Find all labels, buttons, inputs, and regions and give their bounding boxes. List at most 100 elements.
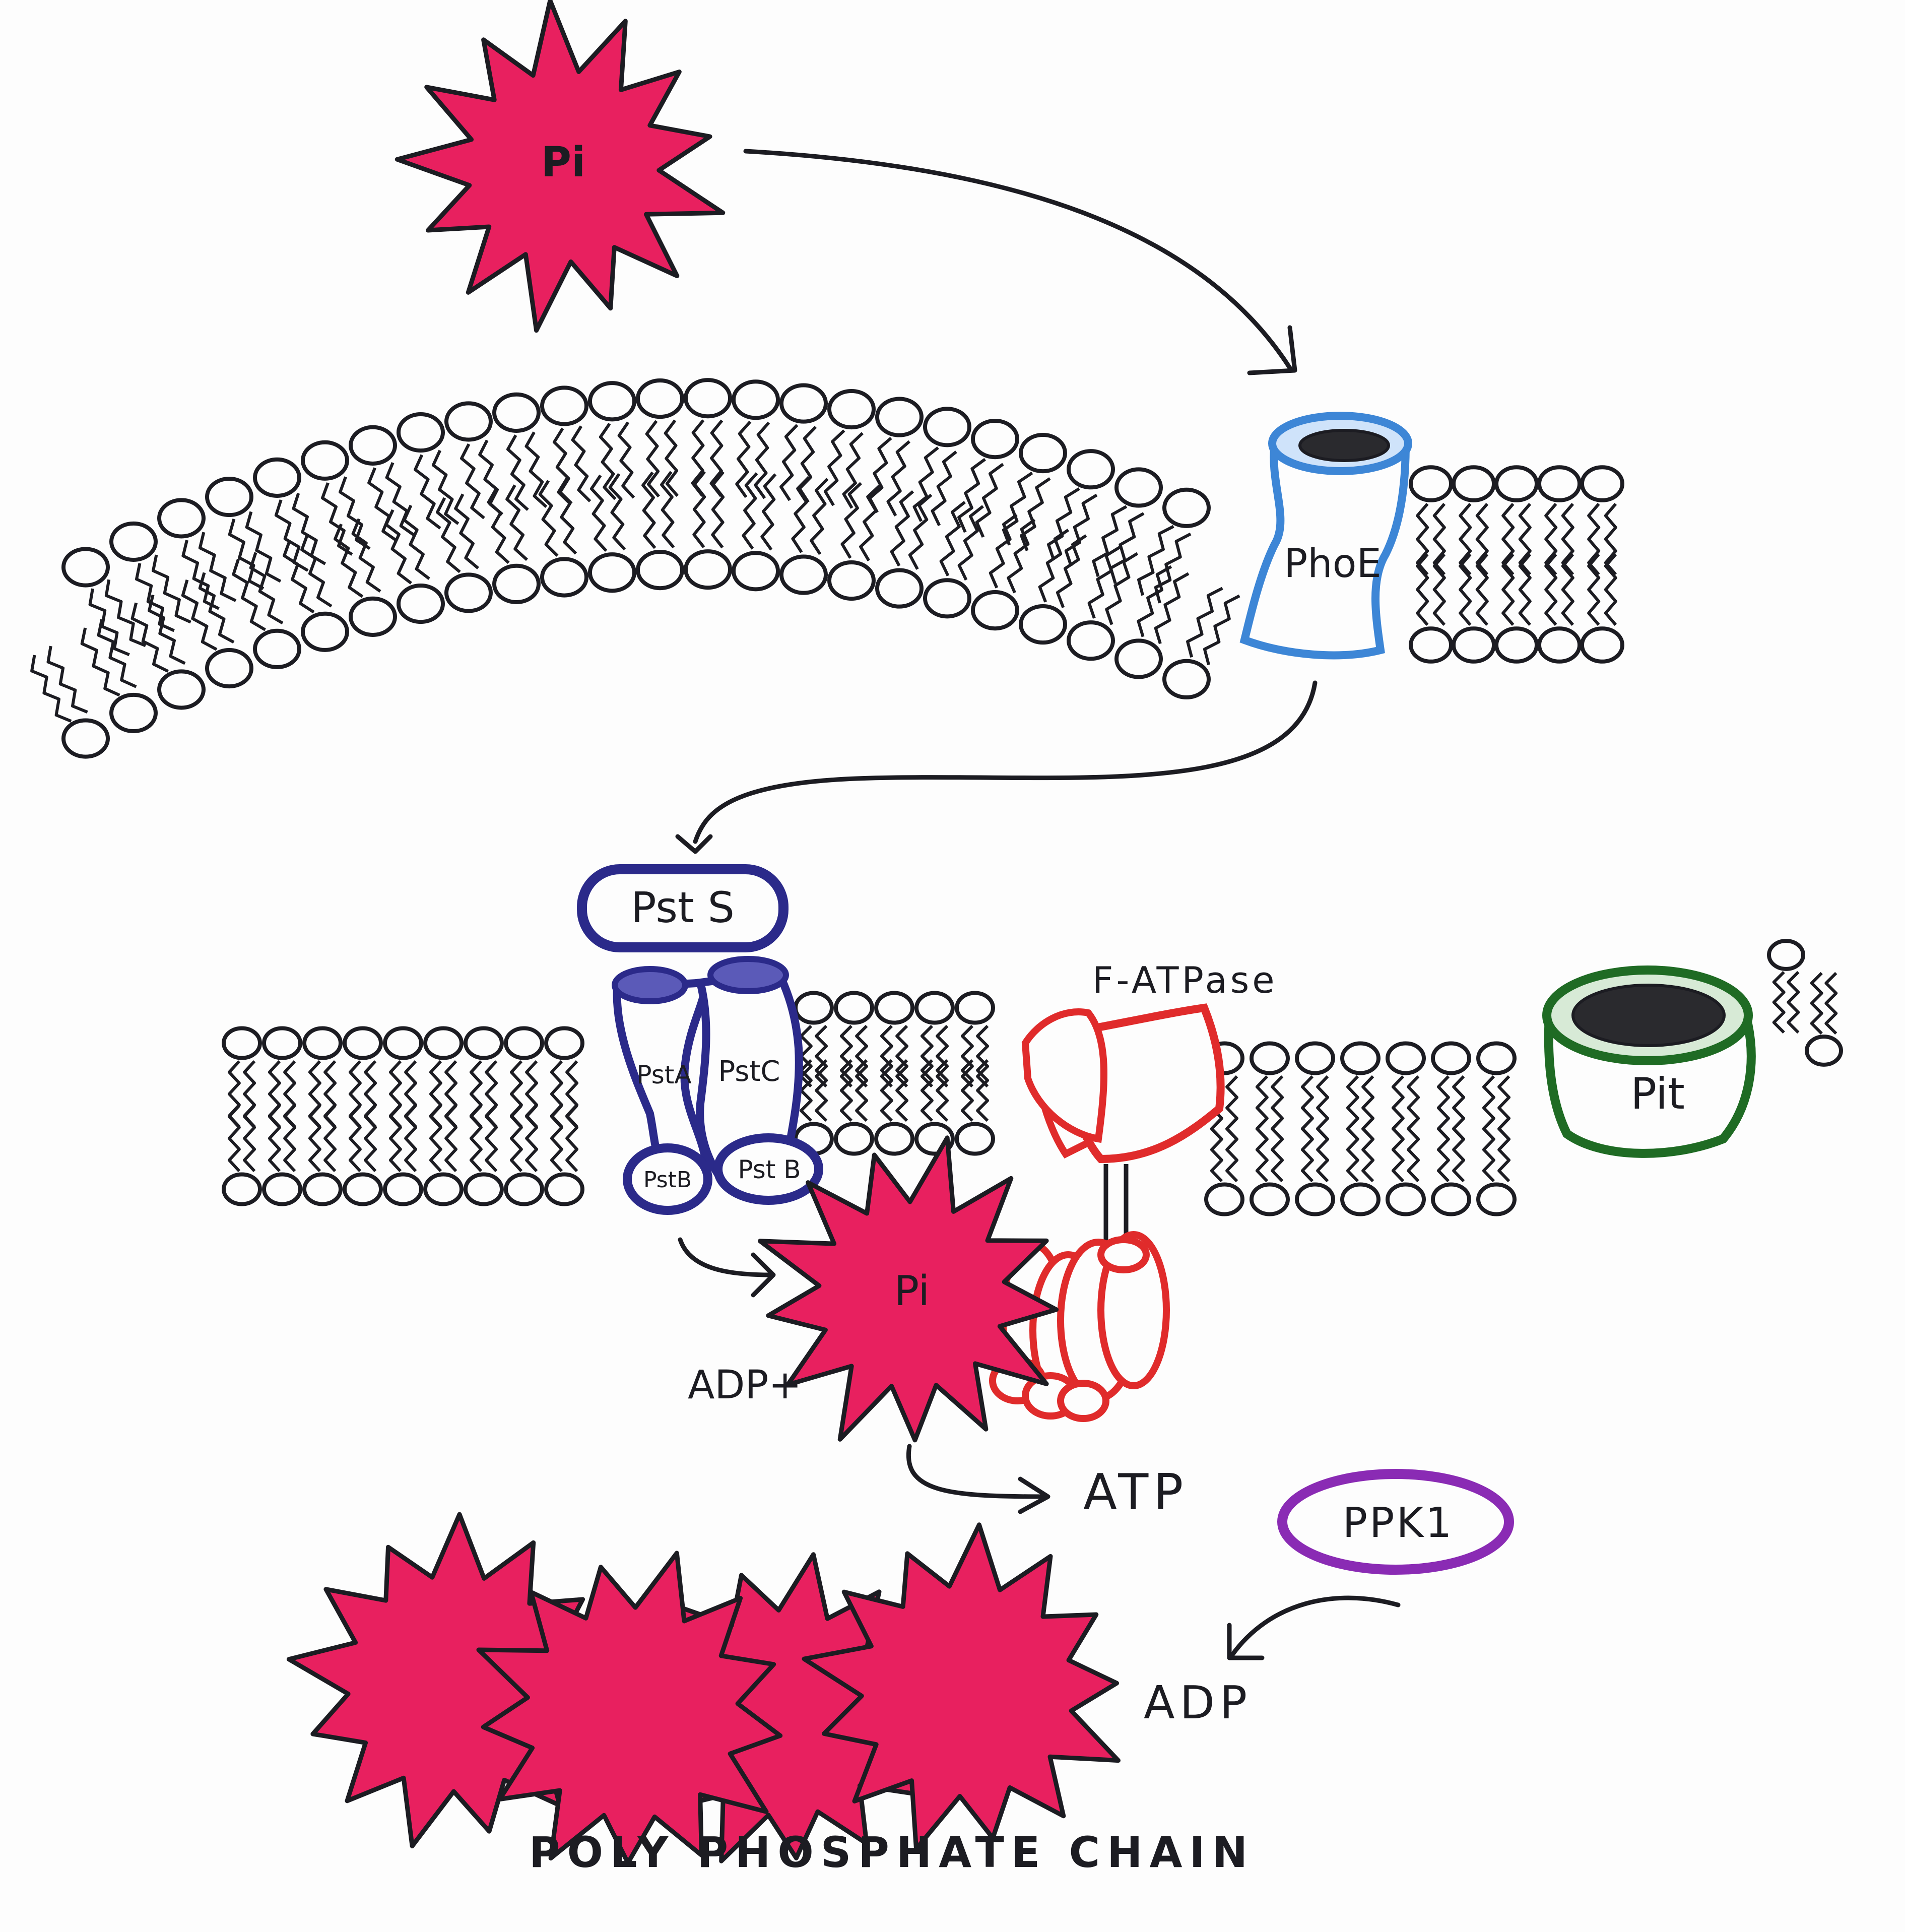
phospholipid-icon (205, 477, 282, 590)
pst-b-right-subunit (713, 1133, 823, 1205)
phospholipid-icon (874, 991, 914, 1088)
phospholipid-icon (874, 1059, 914, 1156)
phospholipid-icon (834, 1059, 874, 1156)
pst-s-subunit (577, 864, 789, 952)
phospholipid-icon (181, 572, 253, 689)
phospholipid-icon (1162, 587, 1240, 699)
phospholipid-icon (1250, 1041, 1290, 1141)
phospholipid-icon (302, 1026, 343, 1128)
phospholipid-icon (504, 1026, 544, 1128)
phospholipid-icon (492, 392, 548, 511)
phospholipid-icon (636, 471, 684, 591)
arrow-phoe-to-psts (693, 680, 1318, 844)
arrowhead-psts (675, 834, 713, 854)
phospholipid-icon (1386, 1041, 1426, 1141)
phospholipid-icon (1452, 553, 1496, 664)
pit-label: Pit (1630, 1069, 1685, 1119)
phospholipid-icon (684, 378, 732, 497)
phospholipid-icon (343, 1104, 383, 1206)
phospholipid-icon (636, 378, 684, 498)
phospholipid-icon (383, 1104, 423, 1206)
phospholipid-icon (923, 500, 984, 619)
phospholipid-icon (912, 407, 971, 527)
phospholipid-icon (732, 379, 780, 499)
phospholipid-icon (1580, 465, 1624, 575)
arrow-pi-to-phoe (743, 149, 1292, 370)
ppk1-label: PPK1 (1343, 1499, 1454, 1547)
phospholipid-icon (1409, 465, 1453, 575)
f-atpase: F-ATPase (989, 959, 1275, 1422)
pst-b-left-subunit (623, 1143, 712, 1215)
phospholipid-icon (544, 1104, 584, 1206)
phospholipid-icon (1431, 1041, 1471, 1141)
outer-membrane (30, 378, 1624, 759)
phospholipid-icon (1295, 1117, 1335, 1216)
chain-caption: POLY PHOSPHATE CHAIN (529, 1828, 1255, 1877)
phospholipid-icon (61, 547, 147, 657)
phospholipid-icon (109, 521, 191, 632)
atp-label: ATP (1083, 1464, 1188, 1521)
arrow-ppk1-to-chain (1229, 1595, 1401, 1658)
phospholipid-icon (423, 1104, 464, 1206)
phospholipid-icon (971, 513, 1036, 631)
phospholipid-icon (824, 389, 876, 509)
phospholipid-icon (955, 1059, 995, 1156)
phospholipid-icon (1204, 1117, 1244, 1216)
phospholipid-icon (914, 991, 955, 1088)
phospholipid-icon (1137, 487, 1211, 604)
phospholipid-icon (384, 504, 445, 624)
arrowhead-atp (1018, 1476, 1050, 1514)
pi-inner-label: Pi (894, 1267, 930, 1315)
phospholipid-icon (1114, 565, 1190, 679)
phospholipid-icon (1452, 465, 1496, 575)
phospholipid-icon (301, 440, 371, 556)
phospholipid-icon (130, 594, 206, 710)
arrowhead-pi-inner (751, 1252, 776, 1298)
phospholipid-icon (1386, 1117, 1426, 1216)
star-burst-icon (758, 1135, 1059, 1443)
phospholipid-icon (779, 383, 828, 503)
phospholipid-icon (334, 518, 397, 637)
phospholipid-icon (283, 534, 349, 652)
phospholipid-icon (222, 1026, 262, 1128)
adp-label: ADP (1144, 1677, 1252, 1729)
f-atpase-fo-cap (1021, 1008, 1107, 1143)
phoe-pore (1298, 429, 1390, 462)
phospholipid-icon (1250, 1117, 1290, 1216)
phoe-label: PhoE (1284, 541, 1381, 587)
pit-transporter: Pit (1542, 965, 1756, 1158)
arrow-pst-to-pi (678, 1237, 773, 1277)
phospholipid-icon (262, 1026, 302, 1128)
arrowhead-chain (1227, 1623, 1265, 1660)
phospholipid-icon (957, 419, 1019, 538)
star-burst-icon (395, 0, 726, 333)
pst-c-cap (707, 956, 789, 994)
phospholipid-icon (1494, 553, 1539, 664)
phospholipid-icon (955, 991, 995, 1088)
phospholipid-icon (1805, 972, 1843, 1067)
arrow-adp-to-atp (906, 1444, 1045, 1499)
star-burst-icon (476, 1551, 783, 1865)
ppk1-enzyme: PPK1 (1277, 1469, 1514, 1575)
pi-top-label: Pi (541, 139, 585, 186)
arrows (675, 149, 1401, 1660)
phospholipid-icon (588, 473, 636, 593)
phospholipid-icon (504, 1104, 544, 1206)
phospholipid-icon (538, 477, 588, 598)
phospholipid-icon (1476, 1041, 1517, 1141)
phospholipid-icon (875, 490, 933, 609)
pst-b-left-label: PstB (643, 1167, 692, 1193)
phospholipid-icon (540, 385, 592, 505)
phospholipid-icon (732, 472, 780, 592)
phospholipid-icon (1767, 939, 1805, 1034)
phospholipid-icon (1002, 433, 1067, 551)
phospholipid-icon (423, 1026, 464, 1128)
phospholipid-icon (868, 397, 924, 517)
pi-top-icon: Pi (395, 0, 726, 333)
pst-a-label: PstA (636, 1060, 691, 1089)
pit-pore (1571, 984, 1726, 1047)
phospholipid-icon (436, 493, 493, 613)
phospholipid-icon (157, 498, 237, 610)
phospholipid-icon (1092, 467, 1163, 584)
